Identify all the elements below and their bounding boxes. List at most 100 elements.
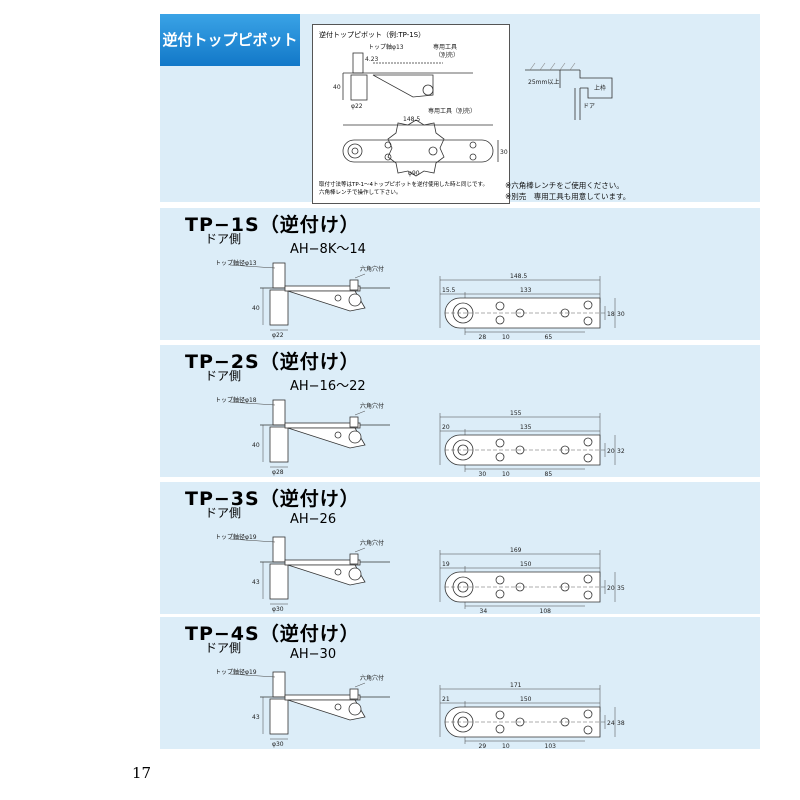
dim-base-diameter: φ28	[272, 469, 284, 476]
product-section: TP−1S（逆付け） ドア側 AH−8K〜14 トップ軸径φ13 六角穴付 40…	[160, 208, 760, 340]
product-title: TP−4S（逆付け）	[185, 623, 360, 645]
example-note: 取付寸法等はTP-1〜4トップピボットを逆付使用した時と同じです。 六角棒レンチ…	[319, 181, 488, 197]
product-section: TP−3S（逆付け） ドア側 AH−26 トップ軸径φ19 六角穴付 43 φ3…	[160, 482, 760, 614]
model-range: AH−8K〜14	[290, 242, 366, 257]
product-drawings: トップ軸径φ18 六角穴付 40 φ28 30 10 85 155 20 135 2…	[215, 396, 625, 477]
remark-line: ※六角棒レンチをご使用ください。	[505, 181, 624, 190]
dim-bottom: 65	[545, 334, 553, 340]
dim-bottom: 10	[502, 471, 510, 477]
label-width: 30	[500, 149, 508, 156]
side-view: トップ軸径φ19 六角穴付 43 φ30	[215, 533, 390, 613]
dim-main: 135	[520, 424, 532, 431]
hex-socket-label: 六角穴付	[360, 539, 384, 547]
dim-base-diameter: φ22	[272, 332, 284, 339]
section-tab-title: 逆付トップピボット	[160, 14, 300, 66]
product-drawings: トップ軸径φ19 六角穴付 43 φ30 29 10 103 171 21 150 …	[215, 668, 625, 749]
dim-right-outer: 30	[617, 311, 625, 318]
page-number: 17	[132, 764, 152, 782]
label-tool-dia: φ90	[408, 170, 420, 177]
door-side-label: ドア側	[205, 641, 242, 655]
dim-bottom: 29	[479, 743, 487, 749]
shaft-diameter-label: トップ軸径φ18	[215, 396, 257, 404]
dim-right-outer: 32	[617, 448, 625, 455]
product-section: TP−4S（逆付け） ドア側 AH−30 トップ軸径φ19 六角穴付 43 φ3…	[160, 617, 760, 749]
hex-socket-label: 六角穴付	[360, 402, 384, 410]
hex-socket-label: 六角穴付	[360, 265, 384, 273]
dim-main: 150	[520, 696, 532, 703]
dim-right-inner: 20	[607, 585, 615, 592]
dim-right-outer: 35	[617, 585, 625, 592]
shaft-diameter-label: トップ軸径φ13	[215, 259, 257, 267]
product-drawings: トップ軸径φ19 六角穴付 43 φ30 34 108 169 19 150 20…	[215, 533, 625, 614]
dim-offset: 21	[442, 696, 450, 703]
label-base: φ22	[351, 103, 363, 110]
door-side-label: ドア側	[205, 232, 242, 246]
example-diagram-box: 逆付トップピボット（例:TP-1S） トップ軸φ13 専用工具 （別売） 4.2…	[312, 24, 510, 204]
dim-overall: 148.5	[510, 273, 527, 280]
model-range: AH−16〜22	[290, 379, 366, 394]
plan-view: 30 10 85 155 20 135 20 32	[439, 410, 625, 477]
dim-overall: 169	[510, 547, 522, 554]
frame-gap: 25mm以上	[528, 78, 559, 86]
frame-upper: 上枠	[594, 84, 606, 92]
remarks: ※六角棒レンチをご使用ください。 ※別売 専用工具も用意しています。	[505, 180, 630, 202]
remark-line: ※別売 専用工具も用意しています。	[505, 192, 631, 201]
door-side-label: ドア側	[205, 506, 242, 520]
dim-bottom: 30	[479, 471, 487, 477]
dim-offset: 19	[442, 561, 450, 568]
product-title: TP−2S（逆付け）	[185, 351, 360, 373]
side-view: トップ軸径φ13 六角穴付 40 φ22	[215, 259, 390, 339]
example-caption: 逆付トップピボット（例:TP-1S）	[319, 31, 426, 39]
dim-bottom: 108	[540, 608, 552, 614]
model-range: AH−30	[290, 647, 337, 662]
side-view: トップ軸径φ19 六角穴付 43 φ30	[215, 668, 390, 748]
label-height: 40	[333, 84, 341, 91]
dim-bottom: 28	[479, 334, 487, 340]
product-title: TP−1S（逆付け）	[185, 214, 360, 236]
note-line: 取付寸法等はTP-1〜4トップピボットを逆付使用した時と同じです。	[319, 182, 488, 188]
plan-view: 29 10 103 171 21 150 24 38	[439, 682, 625, 749]
dim-bottom: 10	[502, 334, 510, 340]
label-tool: 専用工具	[433, 43, 457, 51]
label-shaft: トップ軸φ13	[368, 43, 404, 51]
dim-overall: 155	[510, 410, 522, 417]
door-side-label: ドア側	[205, 369, 242, 383]
dim-offset: 20	[442, 424, 450, 431]
dim-overall: 171	[510, 682, 522, 689]
shaft-diameter-label: トップ軸径φ19	[215, 533, 257, 541]
dim-height: 43	[252, 579, 260, 586]
note-line: 六角棒レンチで操作して下さい。	[319, 190, 402, 196]
dim-right-inner: 18	[607, 311, 615, 318]
frame-diagram: 25mm以上 上枠 ドア	[525, 62, 613, 120]
dim-height: 40	[252, 442, 260, 449]
example-drawing: トップ軸φ13 専用工具 （別売） 4.23 40 φ22 148.5 専用工具…	[333, 43, 508, 177]
dim-height: 43	[252, 714, 260, 721]
label-gap: 4.23	[365, 56, 379, 63]
dim-base-diameter: φ30	[272, 606, 284, 613]
label-tool2: 専用工具（別売）	[428, 107, 476, 115]
label-tool-sub: （別売）	[435, 51, 459, 59]
dim-main: 150	[520, 561, 532, 568]
dim-right-inner: 20	[607, 448, 615, 455]
hex-socket-label: 六角穴付	[360, 674, 384, 682]
product-section: TP−2S（逆付け） ドア側 AH−16〜22 トップ軸径φ18 六角穴付 40…	[160, 345, 760, 477]
dim-offset: 15.5	[442, 287, 456, 294]
dim-bottom: 85	[545, 471, 553, 477]
plan-view: 34 108 169 19 150 20 35	[439, 547, 625, 614]
dim-right-outer: 38	[617, 720, 625, 727]
dim-bottom: 34	[480, 608, 488, 614]
label-overall: 148.5	[403, 116, 420, 123]
product-drawings: トップ軸径φ13 六角穴付 40 φ22 28 10 65 148.5 15.5 1…	[215, 259, 625, 340]
side-view: トップ軸径φ18 六角穴付 40 φ28	[215, 396, 390, 476]
dim-bottom: 10	[502, 743, 510, 749]
frame-door: ドア	[583, 103, 595, 110]
dim-bottom: 103	[545, 743, 557, 749]
shaft-diameter-label: トップ軸径φ19	[215, 668, 257, 676]
dim-height: 40	[252, 305, 260, 312]
product-title: TP−3S（逆付け）	[185, 488, 360, 510]
model-range: AH−26	[290, 512, 337, 527]
dim-right-inner: 24	[607, 720, 615, 727]
dim-base-diameter: φ30	[272, 741, 284, 748]
